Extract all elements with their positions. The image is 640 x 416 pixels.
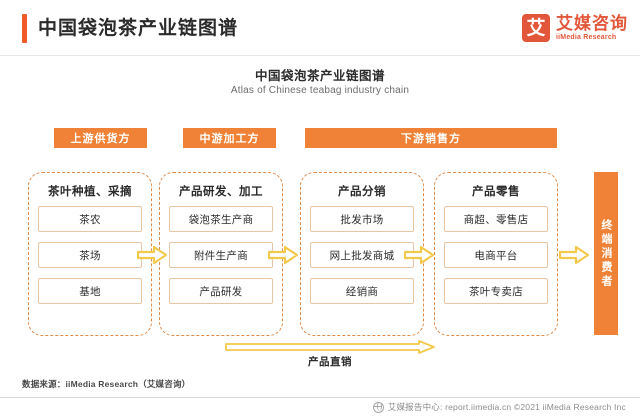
- chain-column-distribution: 产品分销 批发市场 网上批发商城 经销商: [300, 172, 424, 336]
- chain-column-processing: 产品研发、加工 袋泡茶生产商 附件生产商 产品研发: [159, 172, 283, 336]
- footer-bar: 艾媒报告中心: report.iimedia.cn ©2021 iiMedia …: [372, 401, 626, 413]
- column-title: 茶叶种植、采摘: [48, 186, 132, 198]
- list-item: 商超、零售店: [444, 206, 548, 232]
- list-item: 批发市场: [310, 206, 414, 232]
- column-item-list: 商超、零售店 电商平台 茶叶专卖店: [444, 206, 548, 304]
- column-title: 产品研发、加工: [179, 186, 263, 198]
- page-header: 中国袋泡茶产业链图谱 艾 艾媒咨询 iiMedia Research: [0, 0, 640, 56]
- list-item: 产品研发: [169, 278, 273, 304]
- logo-chinese-name: 艾媒咨询: [556, 13, 628, 33]
- data-source-note: 数据来源：iiMedia Research（艾媒咨询）: [22, 379, 191, 389]
- list-item: 茶农: [38, 206, 142, 232]
- stage-banner-upstream: 上游供货方: [54, 128, 147, 148]
- header-divider: [0, 55, 640, 56]
- list-item: 电商平台: [444, 242, 548, 268]
- brand-logo: 艾 艾媒咨询 iiMedia Research: [522, 12, 628, 44]
- title-accent-bar: [22, 14, 27, 43]
- logo-english-name: iiMedia Research: [556, 33, 617, 41]
- terminal-consumer-bar: 终端消费者: [594, 172, 618, 335]
- flow-arrow-right-icon: [136, 245, 168, 265]
- flow-arrow-right-icon: [267, 245, 299, 265]
- column-item-list: 袋泡茶生产商 附件生产商 产品研发: [169, 206, 273, 304]
- list-item: 袋泡茶生产商: [169, 206, 273, 232]
- stage-banner-midstream: 中游加工方: [183, 128, 276, 148]
- chain-column-retail: 产品零售 商超、零售店 电商平台 茶叶专卖店: [434, 172, 558, 336]
- column-title: 产品零售: [472, 186, 520, 198]
- chart-subtitle: Atlas of Chinese teabag industry chain: [230, 85, 410, 96]
- column-item-list: 批发市场 网上批发商城 经销商: [310, 206, 414, 304]
- globe-icon: [372, 401, 384, 413]
- footer-text: 艾媒报告中心: report.iimedia.cn ©2021 iiMedia …: [387, 402, 626, 412]
- flow-arrow-right-icon: [403, 245, 435, 265]
- chart-title: 中国袋泡茶产业链图谱: [254, 69, 385, 83]
- column-title: 产品分销: [338, 186, 386, 198]
- chain-column-planting: 茶叶种植、采摘 茶农 茶场 基地: [28, 172, 152, 336]
- column-item-list: 茶农 茶场 基地: [38, 206, 142, 304]
- stage-banner-downstream: 下游销售方: [305, 128, 557, 148]
- footer-divider: [0, 397, 640, 398]
- direct-sales-arrow-icon: [225, 340, 435, 354]
- list-item: 基地: [38, 278, 142, 304]
- list-item: 茶叶专卖店: [444, 278, 548, 304]
- list-item: 经销商: [310, 278, 414, 304]
- page-title: 中国袋泡茶产业链图谱: [38, 18, 239, 39]
- list-item: 网上批发商城: [310, 242, 414, 268]
- direct-sales-label: 产品直销: [308, 356, 352, 368]
- flow-arrow-right-icon: [558, 245, 590, 265]
- list-item: 附件生产商: [169, 242, 273, 268]
- logo-mark-icon: 艾: [522, 14, 550, 42]
- list-item: 茶场: [38, 242, 142, 268]
- logo-text: 艾媒咨询 iiMedia Research: [556, 13, 628, 42]
